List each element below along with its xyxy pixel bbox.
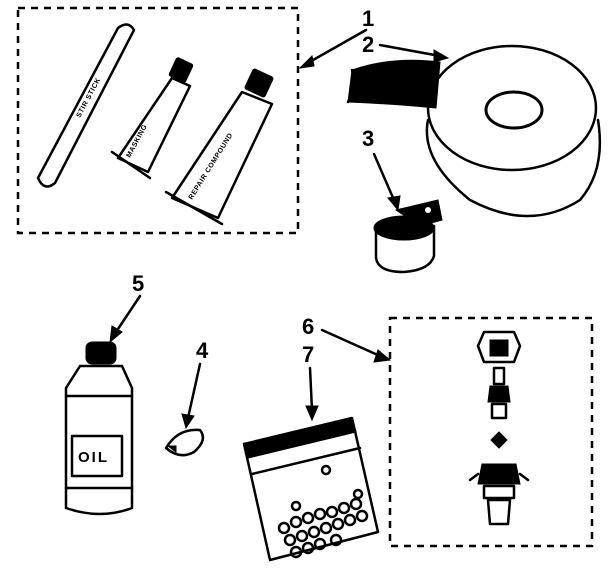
parts-bag — [242, 416, 380, 562]
leader-2 — [378, 43, 442, 58]
tube-large: REPAIR COMPOUND — [164, 68, 274, 226]
leader-1 — [304, 28, 368, 66]
callout-4: 4 — [196, 338, 209, 363]
callout-2: 2 — [362, 32, 374, 57]
kit-1-dashed-frame — [16, 6, 300, 235]
leader-4 — [186, 362, 202, 420]
leader-6 — [320, 328, 382, 358]
callout-7: 7 — [302, 342, 314, 367]
callout-1: 1 — [362, 6, 374, 31]
kit-1-group: STIR STICK MASKING REPAIR COMPOUND — [16, 6, 300, 235]
leader-3-arrowhead — [387, 195, 401, 212]
leader-5 — [114, 294, 142, 334]
callout-6: 6 — [302, 314, 314, 339]
stir-stick: STIR STICK — [36, 23, 136, 188]
leader-7 — [308, 366, 314, 412]
valve-assembly — [468, 330, 530, 526]
leader-2-arrowhead — [433, 49, 450, 63]
leader-1-arrowhead — [298, 54, 315, 69]
leader-4-arrowhead — [181, 413, 195, 430]
callout-5: 5 — [132, 271, 144, 296]
tube-large-label: REPAIR COMPOUND — [188, 132, 235, 201]
oil-bottle-label: OIL — [78, 449, 109, 466]
tube-small: MASKING — [110, 57, 194, 180]
kit-6-group — [388, 316, 594, 548]
leader-7-arrowhead — [305, 405, 319, 422]
kit-6-dashed-frame — [388, 316, 594, 548]
leader-5-arrowhead — [109, 325, 123, 344]
leader-6-arrowhead — [373, 349, 392, 363]
leader-3 — [372, 152, 396, 202]
clip-part — [373, 199, 443, 274]
oil-bottle: OIL — [64, 341, 134, 516]
orifice-part — [164, 428, 205, 457]
oil-bottle-label-panel — [70, 434, 124, 478]
tape-roll — [346, 44, 602, 218]
callout-3: 3 — [362, 126, 374, 151]
